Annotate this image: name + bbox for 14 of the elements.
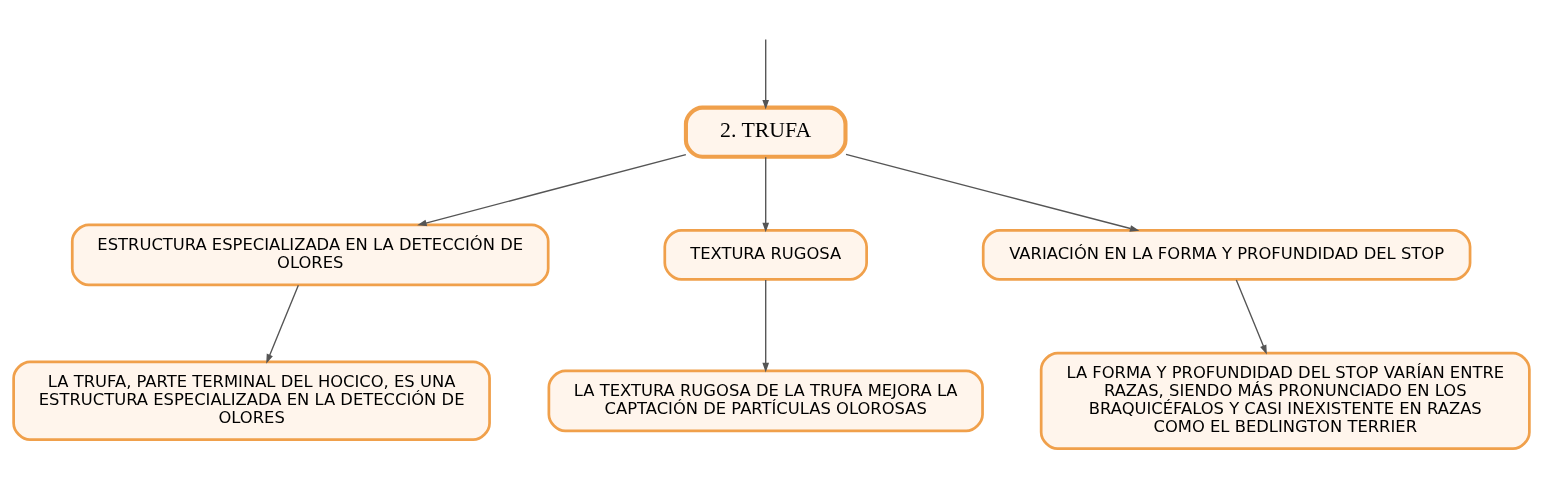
arrow: [762, 156, 770, 232]
arrow: [762, 278, 770, 372]
node-box: LA TEXTURA RUGOSA DE LA TRUFA MEJORA LA CAPTACIÓN DE PARTÍCULAS OLOROSAS: [547, 368, 984, 432]
node-box: ESTRUCTURA ESPECIALIZADA EN LA DETECCIÓN DE OLORES: [70, 223, 550, 286]
arrow: [266, 284, 300, 364]
node-box: LA TRUFA, PARTE TERMINAL DEL HOCICO, ES UNA ESTRUCTURA ESPECIALIZADA EN LA DETECCIÓN DE OLORES: [12, 360, 491, 441]
node-box: TEXTURA RUGOSA: [663, 228, 868, 281]
arrow: [417, 153, 687, 226]
node-box: VARIACIÓN EN LA FORMA Y PROFUNDIDAD DEL STOP: [981, 228, 1472, 281]
arrow: [762, 38, 770, 109]
arrow: [1235, 278, 1267, 354]
node-box: 2. TRUFA: [683, 105, 848, 159]
node-box: LA FORMA Y PROFUNDIDAD DEL STOP VARÍAN ENTRE RAZAS, SIENDO MÁS PRONUNCIADO EN LOS BRAQUICÉFALOS Y CASI INEXISTENTE EN RAZAS COMO EL BEDLINGTON TERRIER: [1039, 351, 1531, 450]
arrow: [845, 153, 1140, 232]
